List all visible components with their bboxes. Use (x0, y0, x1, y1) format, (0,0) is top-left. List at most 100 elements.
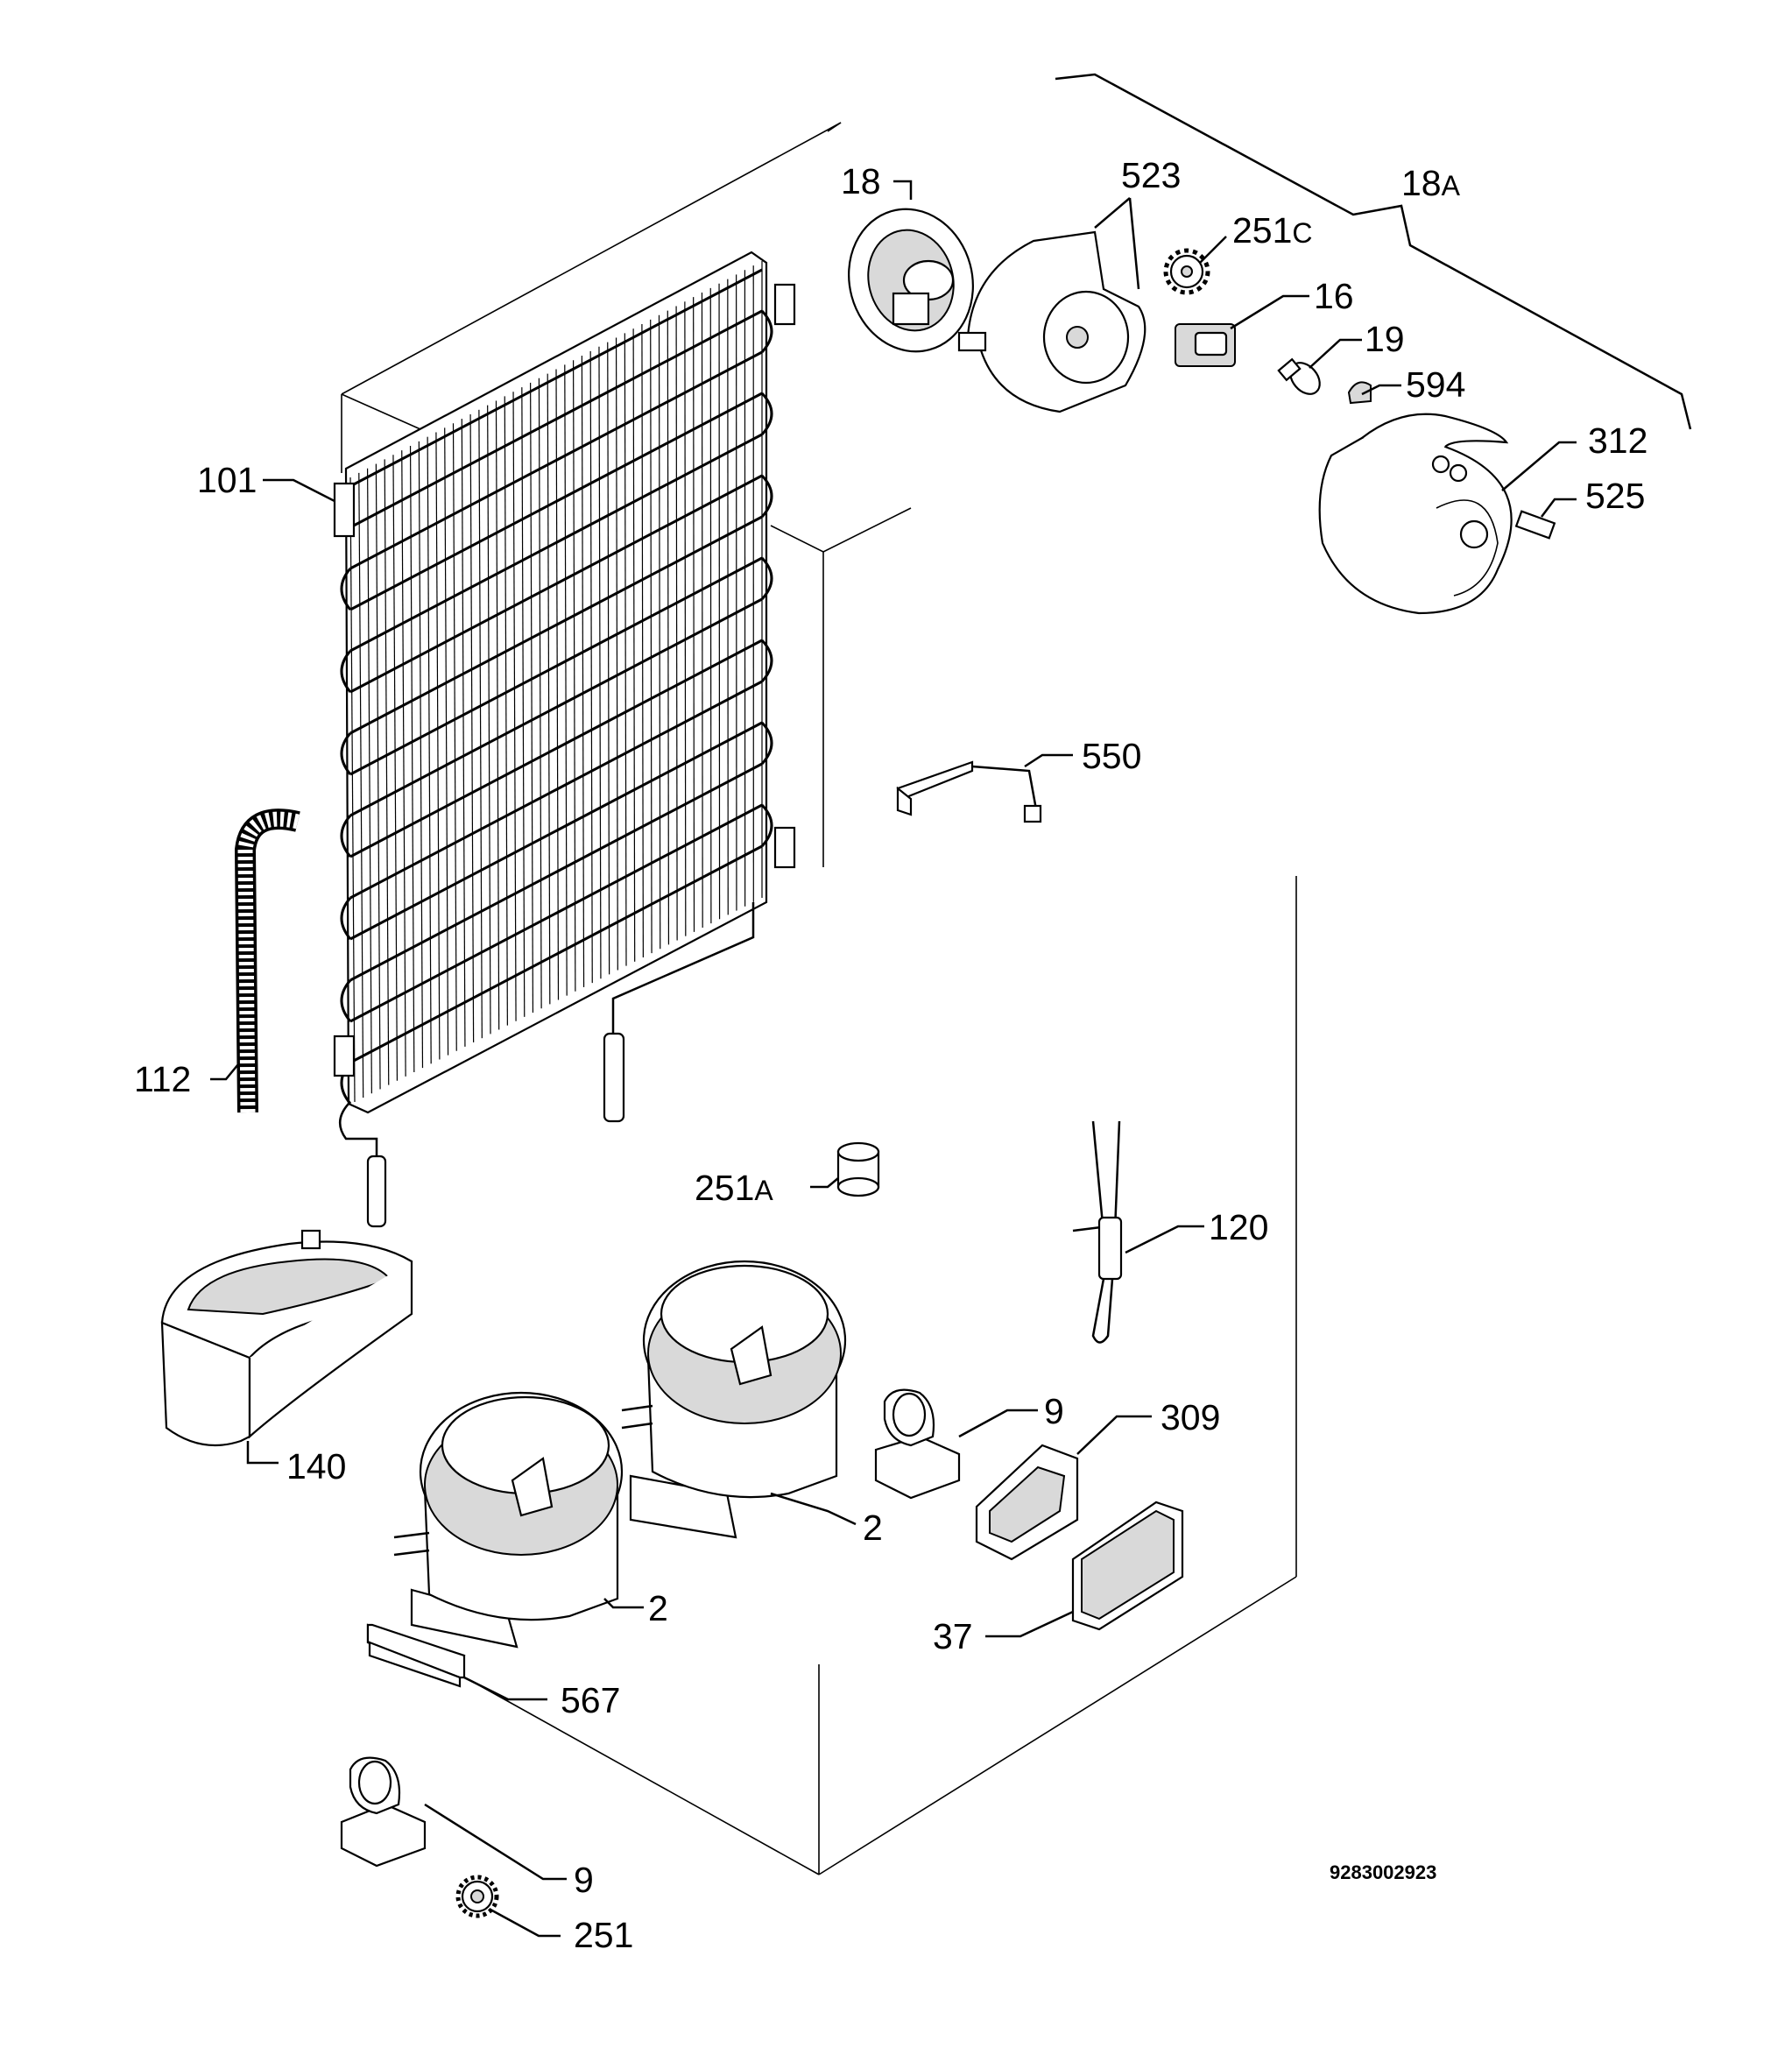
leader-lines (210, 180, 1577, 1938)
condenser-wire (452, 423, 457, 1051)
condenser-wire (581, 356, 585, 987)
label-309: 309 (1161, 1397, 1220, 1437)
condenser-wire (607, 342, 610, 975)
label-18a-number: 18 (1401, 163, 1442, 203)
condenser-tube-run (349, 762, 763, 982)
condenser-tube-bend (760, 803, 773, 848)
condenser-wires (349, 261, 763, 1103)
drain-hose (234, 809, 300, 1113)
label-37: 37 (933, 1616, 973, 1656)
label-251c: 251C (1232, 210, 1313, 251)
condenser-wire (392, 455, 399, 1081)
condenser-tube-run (349, 803, 763, 1023)
condenser-wire (572, 360, 576, 992)
condenser-tube-bend (340, 815, 352, 858)
control-module-part-37 (1071, 1501, 1184, 1631)
label-251: 251 (574, 1915, 633, 1955)
condenser-wire (709, 287, 712, 924)
condenser-wire (555, 369, 560, 1000)
condenser-wire (641, 324, 644, 957)
condenser-tube-bend (760, 639, 773, 683)
condenser-wire (358, 472, 364, 1098)
fan-motor (848, 208, 974, 353)
condenser-tube-run (349, 844, 763, 1064)
cabinet-outline (341, 122, 1297, 1875)
compressor-lower (393, 1391, 624, 1649)
relay-part-309 (975, 1444, 1079, 1561)
condenser-wire (624, 333, 627, 966)
condenser-wire (538, 378, 542, 1009)
bracket-part-550 (896, 760, 1042, 823)
condenser-wire (718, 283, 721, 920)
label-550: 550 (1082, 736, 1141, 776)
label-16: 16 (1314, 276, 1354, 316)
drip-tray (160, 1229, 413, 1447)
label-251c-number: 251 (1232, 210, 1292, 251)
condenser-wire (478, 409, 483, 1039)
label-19: 19 (1365, 319, 1405, 359)
label-18: 18 (841, 161, 881, 201)
mounting-plate-567 (366, 1623, 466, 1688)
condenser-wire (401, 450, 406, 1077)
condenser-tube-bend (760, 474, 773, 519)
condenser-tube-run (349, 597, 763, 817)
condenser-wire (615, 337, 618, 971)
label-18a-suffix: A (1442, 170, 1461, 201)
switch-part-16 (1175, 323, 1236, 367)
document-number: 9283002923 (1330, 1861, 1436, 1883)
label-120: 120 (1209, 1207, 1268, 1247)
grommet-lower (340, 1756, 427, 1868)
condenser-wire (349, 477, 356, 1103)
group-18a-bracket (1055, 73, 1692, 430)
condenser-tube-run (349, 474, 763, 694)
condenser-tube-run (349, 350, 763, 570)
condenser-tube-run (349, 433, 763, 653)
nut-part-251 (455, 1875, 499, 1918)
callout-labels: 101 112 18 523 18A 251C 16 19 594 312 52… (134, 155, 1647, 1955)
label-140: 140 (286, 1446, 346, 1487)
condenser-tube-bend (340, 568, 352, 611)
condenser-tube-bend (340, 732, 352, 775)
condenser-wire (366, 468, 372, 1094)
condenser-tube-run (349, 268, 763, 488)
label-112: 112 (134, 1059, 191, 1099)
condenser-wire (504, 396, 508, 1026)
label-2-upper: 2 (863, 1508, 883, 1548)
condenser-wire (435, 432, 441, 1060)
label-525: 525 (1585, 476, 1645, 516)
condenser-wire (418, 441, 424, 1069)
condenser-wire (547, 373, 551, 1005)
condenser-wire (495, 400, 500, 1030)
label-2-lower: 2 (648, 1588, 668, 1628)
condenser-tube-run (349, 515, 763, 735)
label-251a: 251A (695, 1168, 773, 1208)
condenser-tube-run (349, 680, 763, 900)
condenser-wire (444, 427, 449, 1056)
condenser-wire (589, 350, 593, 984)
condenser-tube-bend (340, 897, 352, 940)
label-9-lower: 9 (574, 1860, 594, 1900)
grommet-upper (874, 1388, 961, 1500)
label-523: 523 (1121, 155, 1181, 195)
condenser-wire (375, 463, 381, 1090)
condenser-wire (530, 382, 534, 1013)
bushing-part-251a (836, 1141, 880, 1197)
condenser-wire (487, 405, 491, 1035)
lamp-part-19 (1277, 357, 1321, 395)
condenser-wire (521, 387, 526, 1017)
thermostat-cover (1318, 413, 1513, 615)
label-251a-number: 251 (695, 1168, 754, 1208)
label-251c-suffix: C (1292, 217, 1312, 249)
condenser-wire (675, 306, 678, 941)
condenser-wire (427, 436, 432, 1064)
condenser-tube-run (349, 309, 763, 529)
condenser-tube-run (349, 392, 763, 611)
condenser-tube-bend (760, 309, 773, 354)
condenser-tube-bend (760, 721, 773, 766)
label-9-upper: 9 (1044, 1391, 1064, 1431)
condenser-tube-bend (760, 392, 773, 436)
label-251a-suffix: A (754, 1175, 773, 1206)
condenser-tube-bend (340, 650, 352, 693)
condenser-serpentine (340, 268, 773, 1105)
